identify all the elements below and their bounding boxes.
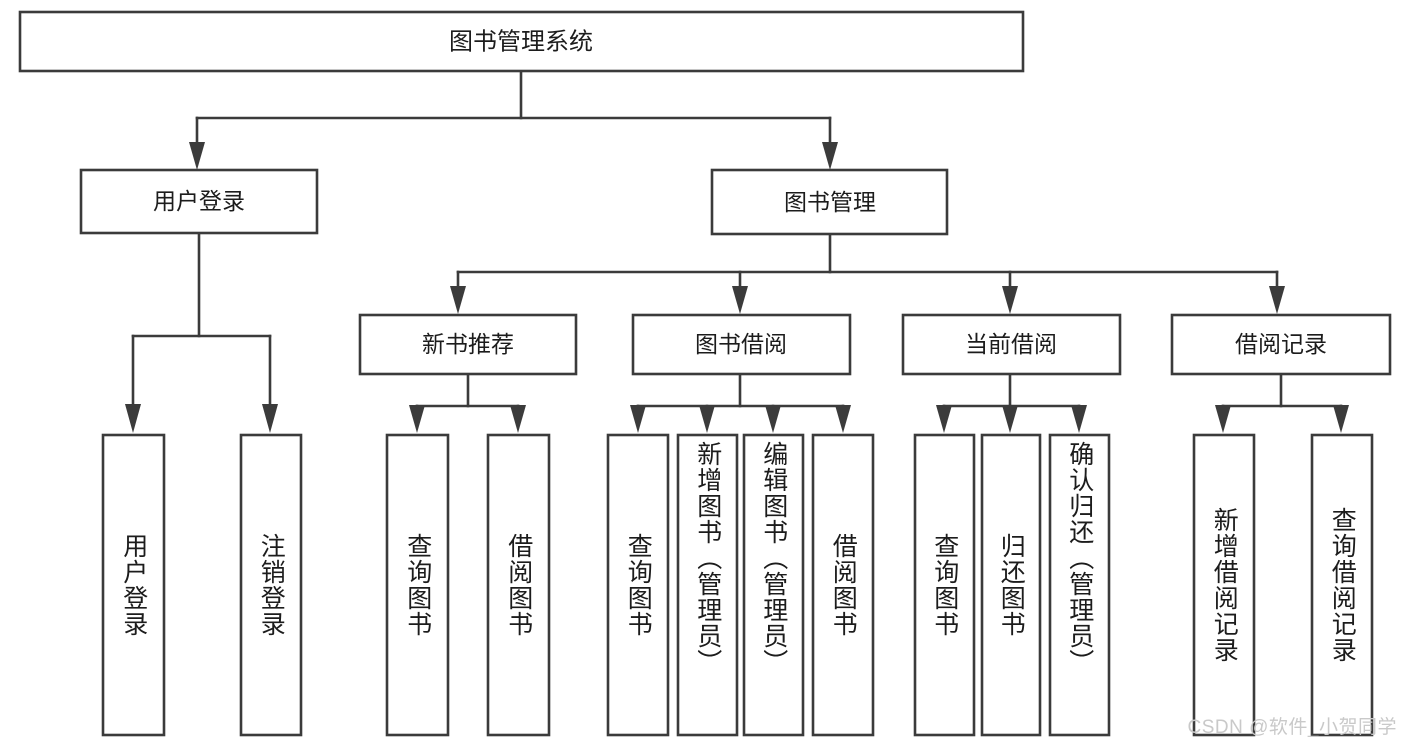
arrowhead-leaf-borrow-book-2 bbox=[835, 405, 851, 433]
arrowhead-leaf-query-record bbox=[1333, 405, 1349, 433]
arrowhead-leaf-return-book bbox=[1002, 405, 1018, 433]
leaf-box-edit-book[interactable] bbox=[742, 433, 805, 737]
arrowhead-user-login bbox=[189, 142, 205, 170]
watermark: CSDN @软件_小贺同学 bbox=[1187, 717, 1397, 738]
node-book-borrow[interactable]: 图书借阅 bbox=[631, 313, 852, 376]
arrowhead-current-borrow bbox=[1002, 286, 1018, 314]
leaf-box-confirm-return[interactable] bbox=[1048, 433, 1111, 737]
leaf-box-query-record[interactable] bbox=[1310, 433, 1374, 737]
node-root-label: 图书管理系统 bbox=[449, 28, 593, 55]
arrowhead-new-book-recommend bbox=[450, 286, 466, 314]
node-current-borrow[interactable]: 当前借阅 bbox=[901, 313, 1122, 376]
node-borrow-record[interactable]: 借阅记录 bbox=[1170, 313, 1392, 376]
arrowhead-leaf-query-book-3 bbox=[936, 405, 952, 433]
arrowhead-leaf-add-book bbox=[699, 405, 715, 433]
arrowhead-leaf-query-book-1 bbox=[409, 405, 425, 433]
node-user-login-label: 用户登录 bbox=[153, 188, 245, 214]
arrowhead-leaf-edit-book bbox=[765, 405, 781, 433]
arrowhead-leaf-borrow-book-1 bbox=[510, 405, 526, 433]
leaf-box-logout-login[interactable] bbox=[239, 433, 303, 737]
arrowhead-book-borrow bbox=[732, 286, 748, 314]
node-new-book-recommend[interactable]: 新书推荐 bbox=[358, 313, 578, 376]
leaf-box-add-record[interactable] bbox=[1192, 433, 1256, 737]
node-book-borrow-label: 图书借阅 bbox=[695, 331, 787, 357]
node-book-management[interactable]: 图书管理 bbox=[710, 168, 949, 236]
arrowhead-leaf-confirm-return bbox=[1071, 405, 1087, 433]
node-current-borrow-label: 当前借阅 bbox=[965, 331, 1057, 357]
leaf-box-query-book-1[interactable] bbox=[385, 433, 450, 737]
node-new-book-recommend-label: 新书推荐 bbox=[422, 331, 514, 357]
leaf-box-borrow-book-2[interactable] bbox=[811, 433, 875, 737]
leaf-box-return-book[interactable] bbox=[980, 433, 1042, 737]
node-borrow-record-label: 借阅记录 bbox=[1235, 331, 1327, 357]
leaf-box-add-book[interactable] bbox=[676, 433, 739, 737]
leaf-box-query-book-3[interactable] bbox=[913, 433, 976, 737]
leaf-box-user-login[interactable] bbox=[101, 433, 166, 737]
leaf-box-borrow-book-1[interactable] bbox=[486, 433, 551, 737]
arrowhead-leaf-logout-login bbox=[262, 404, 278, 433]
node-user-login[interactable]: 用户登录 bbox=[79, 168, 319, 235]
arrowhead-book-management bbox=[822, 142, 838, 170]
arrowhead-leaf-query-book-2 bbox=[630, 405, 646, 433]
arrowhead-borrow-record bbox=[1269, 286, 1285, 314]
arrowhead-leaf-user-login bbox=[125, 404, 141, 433]
node-root[interactable]: 图书管理系统 bbox=[18, 10, 1025, 73]
node-book-management-label: 图书管理 bbox=[784, 189, 876, 215]
leaf-box-query-book-2[interactable] bbox=[606, 433, 670, 737]
arrowhead-leaf-add-record bbox=[1215, 405, 1231, 433]
